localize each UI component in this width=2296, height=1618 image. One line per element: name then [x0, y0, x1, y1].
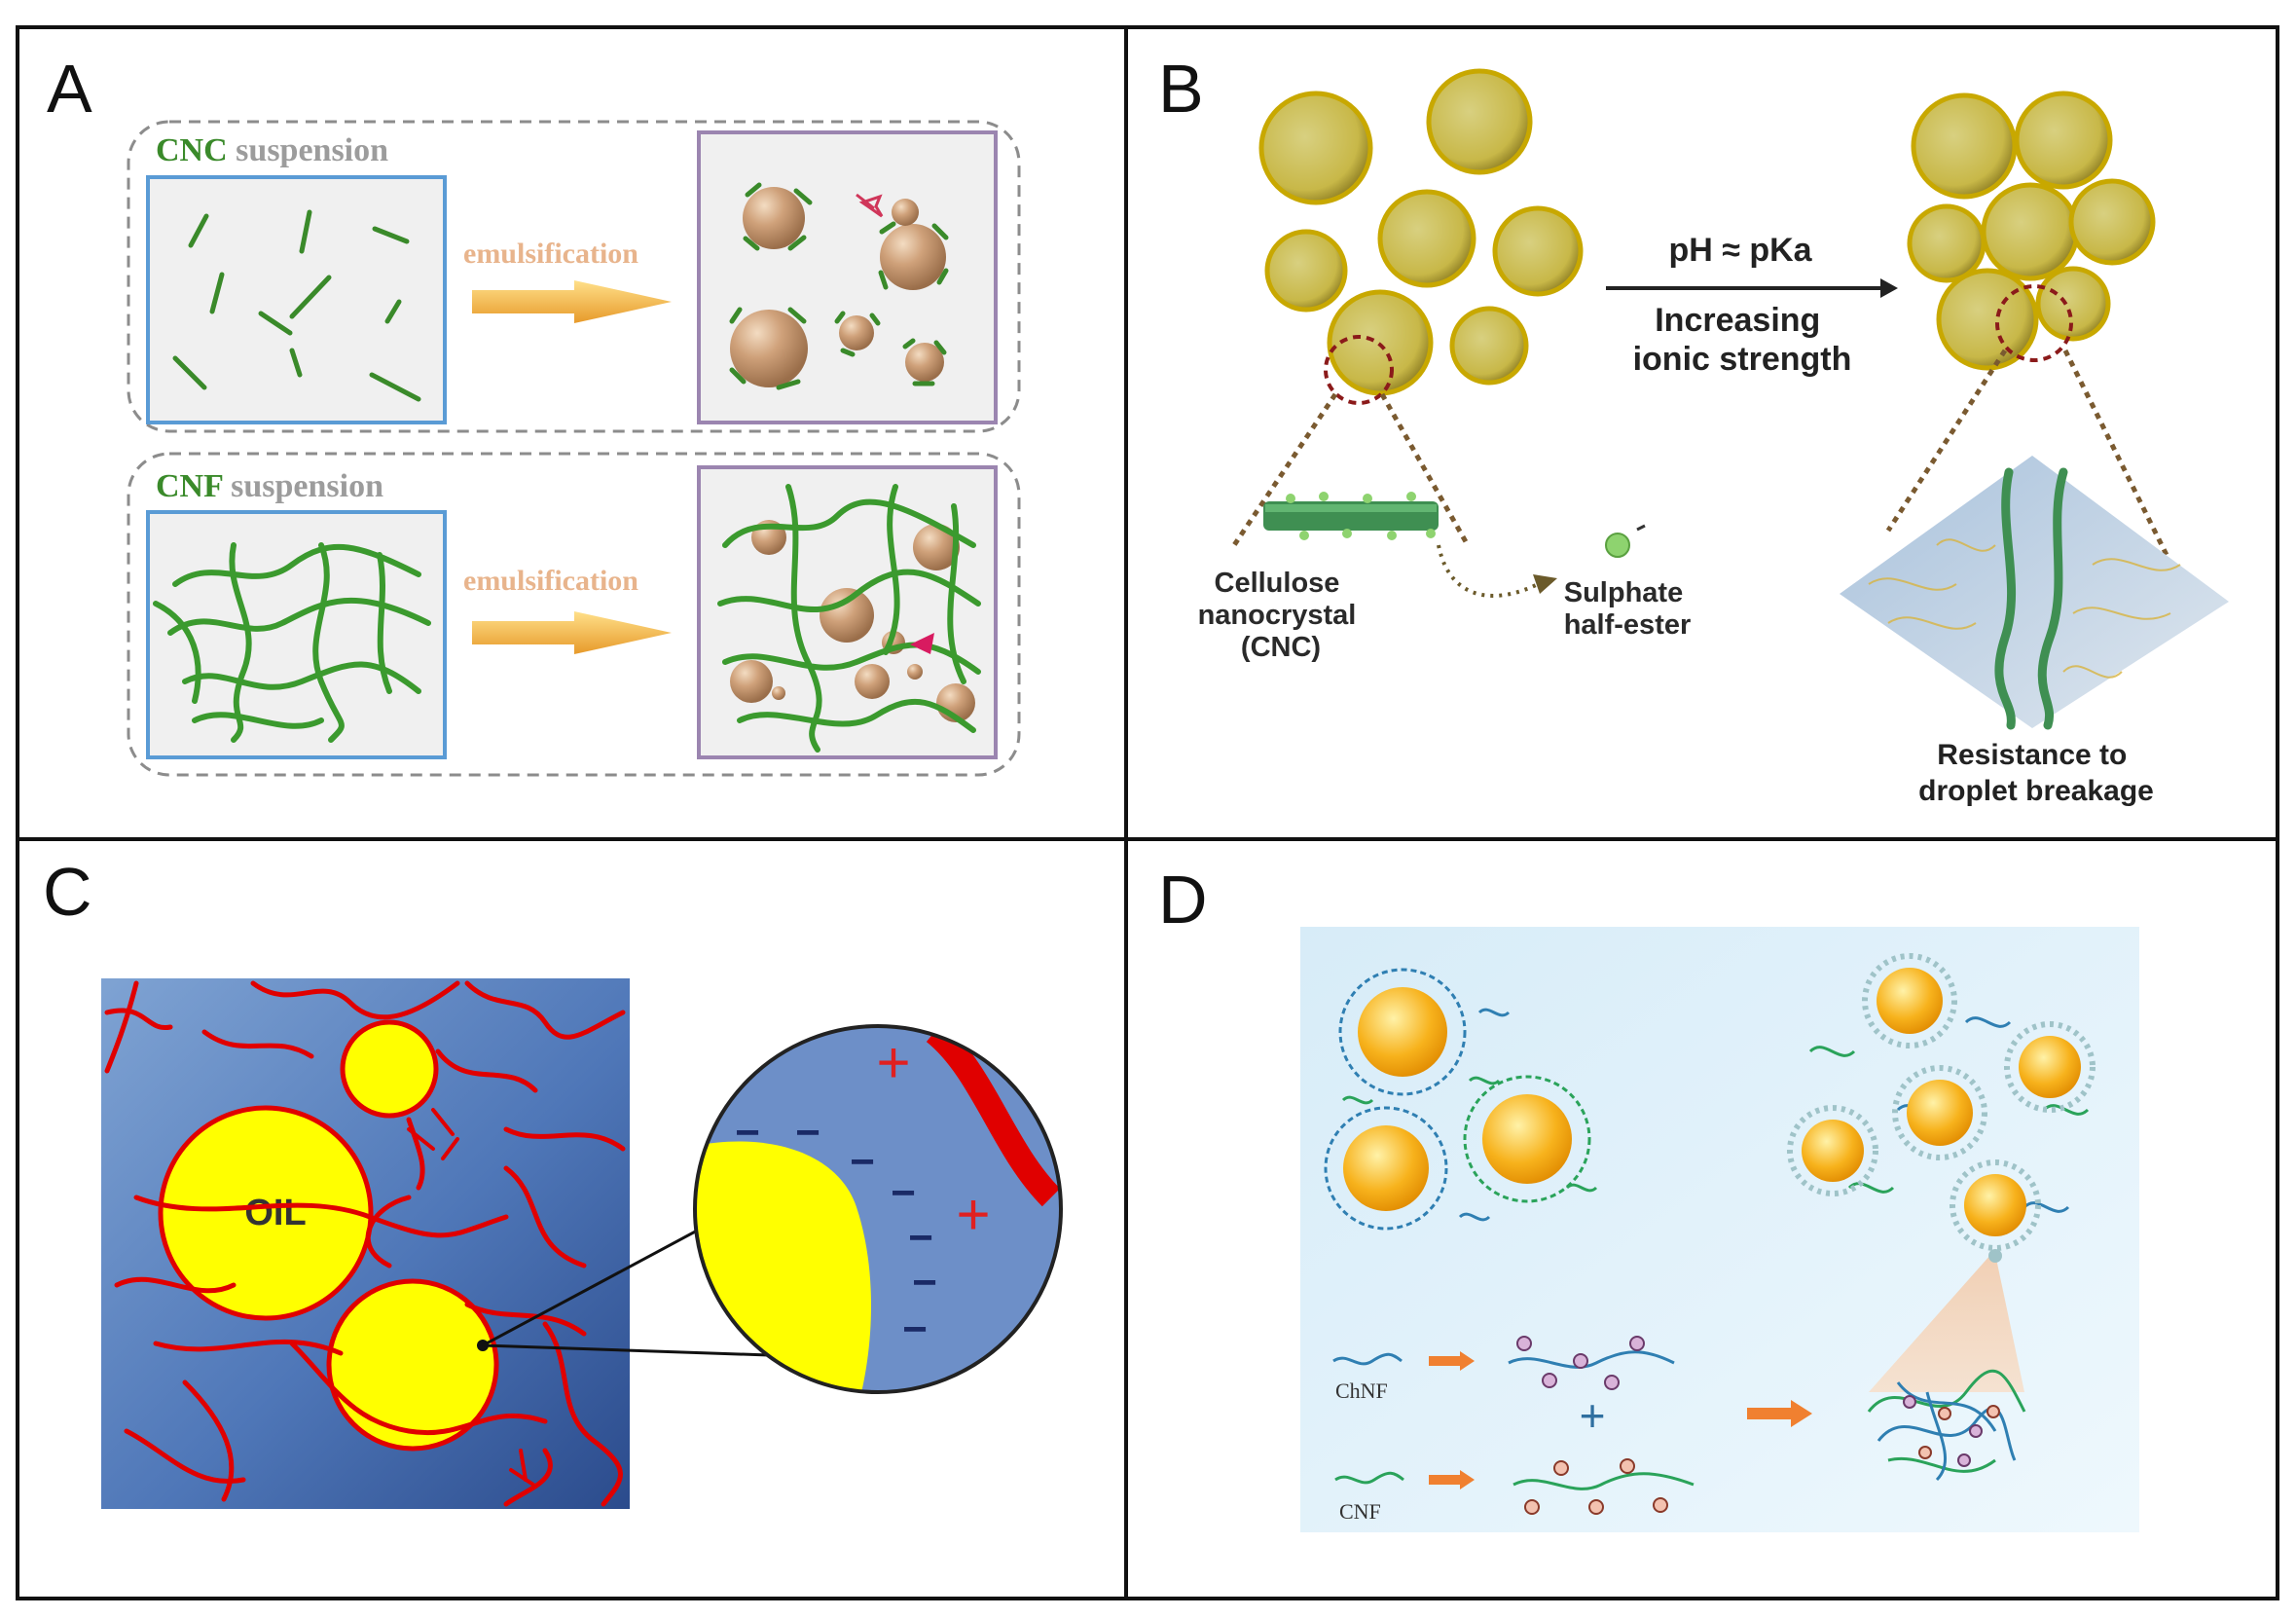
cnf-fiber-icon — [1334, 1471, 1404, 1485]
resistance-caption: Resistance to droplet breakage — [1918, 739, 2154, 807]
svg-text:−: − — [902, 1305, 928, 1353]
ph-label: pH ≈ pKa — [1668, 232, 1812, 269]
pointer-arrow-open-stem — [856, 193, 875, 210]
panel-a: A CNC suspension emulsification — [47, 51, 1021, 777]
positive-charge-beads — [1516, 1336, 1645, 1390]
callout-line-1 — [482, 1227, 702, 1347]
sulphate-bead — [1605, 533, 1630, 558]
pointer-arrow-open — [858, 194, 884, 218]
magnified-red-fiber — [926, 1026, 1061, 1207]
svg-text:−: − — [891, 1169, 916, 1217]
panel-b-letter: B — [1158, 51, 1204, 127]
cnc-rod-illustration — [1263, 492, 1439, 540]
resistance-caption-line1: Resistance to — [1937, 739, 2127, 771]
complex-charge-beads — [1903, 1395, 2000, 1467]
zoom-circle-left — [1324, 335, 1394, 405]
arrow-label-1: emulsification — [463, 238, 638, 270]
panel-d: D — [1158, 862, 2139, 1532]
oil-label: OIL — [244, 1193, 306, 1233]
plus-sign-right: + — [956, 1182, 990, 1247]
chnf-fiber-icon — [1332, 1352, 1403, 1366]
sulphate-caption: Sulphate half-ester — [1564, 577, 1692, 641]
zoom-circle-right — [1995, 284, 2073, 362]
diamond-fibers — [1868, 538, 2181, 679]
ionic-caption-line2: ionic strength — [1633, 341, 1852, 378]
zoom-line-left-2 — [1379, 392, 1471, 547]
emulsification-arrow-1 — [472, 280, 672, 323]
sulphate-caption-line2: half-ester — [1564, 609, 1692, 641]
cnf-group-box — [127, 452, 1021, 777]
svg-text:−: − — [912, 1259, 937, 1306]
cnc-caption: Cellulose nanocrystal (CNC) — [1198, 568, 1365, 663]
zoom-cone — [1869, 1254, 2024, 1392]
panel-b: B Cellulose nanocrystal (CNC) — [1158, 51, 2229, 807]
zoom-line-right-2 — [2062, 349, 2169, 557]
cnc-word: CNC — [156, 132, 228, 168]
right-corona — [1787, 953, 2096, 1251]
loose-fibers-left — [1341, 1008, 1598, 1222]
combine-plus: + — [1580, 1390, 1606, 1441]
plus-sign-top: + — [876, 1030, 910, 1095]
cnc-caption-line2: nanocrystal — [1198, 600, 1357, 631]
charged-chnf-chain — [1508, 1350, 1675, 1369]
negative-charge-beads — [1524, 1458, 1668, 1515]
svg-text:−: − — [908, 1214, 933, 1262]
ionic-caption: Increasing ionic strength — [1633, 302, 1852, 378]
oil-droplets — [158, 1019, 499, 1452]
sulphate-caption-line1: Sulphate — [1564, 577, 1683, 608]
cnc-caption-line3: (CNC) — [1241, 632, 1321, 663]
cnc-rods — [172, 209, 421, 402]
cnc-suspension-word: suspension — [228, 132, 388, 168]
sulphate-charge-mark — [1636, 524, 1646, 532]
arrow-label-2: emulsification — [463, 565, 638, 597]
dotted-curve-arrow — [1437, 544, 1539, 598]
cnf-short-segments — [407, 1108, 535, 1487]
interface-diamond — [1840, 456, 2229, 728]
charged-cnf-chain — [1512, 1472, 1695, 1490]
panel-c: C OIL — [43, 854, 1063, 1509]
svg-text:−: − — [795, 1109, 820, 1157]
cnc-group-box — [127, 120, 1021, 433]
cnc-title: CNC suspension — [156, 132, 388, 168]
ionic-caption-line1: Increasing — [1655, 302, 1820, 339]
interface-cnc-chains — [1994, 467, 2068, 730]
cnf-emulsion-fibers — [717, 484, 981, 753]
chnf-label: ChNF — [1335, 1379, 1388, 1403]
panel-d-letter: D — [1158, 862, 1208, 938]
red-fibers — [104, 980, 626, 1507]
callout-line-2 — [482, 1343, 770, 1357]
complex-fiber-network — [1867, 1369, 2026, 1482]
figure-frame — [16, 25, 2279, 1600]
pointer-arrow-filled — [910, 633, 934, 654]
negative-charges: − − − − − − − — [735, 1109, 937, 1353]
cnf-arrow — [1429, 1470, 1475, 1489]
chnf-arrow — [1429, 1351, 1475, 1371]
zoom-line-right-1 — [1885, 349, 2008, 533]
cnf-word: CNF — [156, 468, 223, 504]
positive-charges: + + — [876, 1030, 990, 1247]
aggregated-droplets — [1907, 91, 2156, 371]
cnf-title: CNF suspension — [156, 468, 383, 504]
svg-text:−: − — [850, 1138, 875, 1186]
right-stabilized-droplets — [1787, 953, 2096, 1251]
fiber-corona-left — [1324, 968, 1591, 1231]
cnf-fibers — [153, 542, 431, 743]
panel-c-letter: C — [43, 854, 92, 930]
cnf-label: CNF — [1339, 1499, 1381, 1524]
resistance-caption-line2: droplet breakage — [1918, 775, 2154, 807]
panel-a-letter: A — [47, 51, 92, 127]
left-stabilized-droplets — [1324, 968, 1598, 1231]
cnc-caption-line1: Cellulose — [1215, 568, 1340, 599]
cnf-suspension-word: suspension — [223, 468, 383, 504]
dispersed-droplets — [1258, 68, 1584, 396]
svg-text:−: − — [735, 1109, 760, 1157]
cnc-emulsion-droplets — [730, 187, 946, 387]
emulsification-arrow-2 — [472, 611, 672, 654]
cnc-adsorbed-rods — [729, 182, 949, 390]
zoom-origin — [1988, 1249, 2002, 1263]
assembly-arrow — [1747, 1400, 1812, 1427]
dotted-curve-arrowhead — [1533, 574, 1557, 594]
process-arrowhead — [1880, 278, 1898, 298]
